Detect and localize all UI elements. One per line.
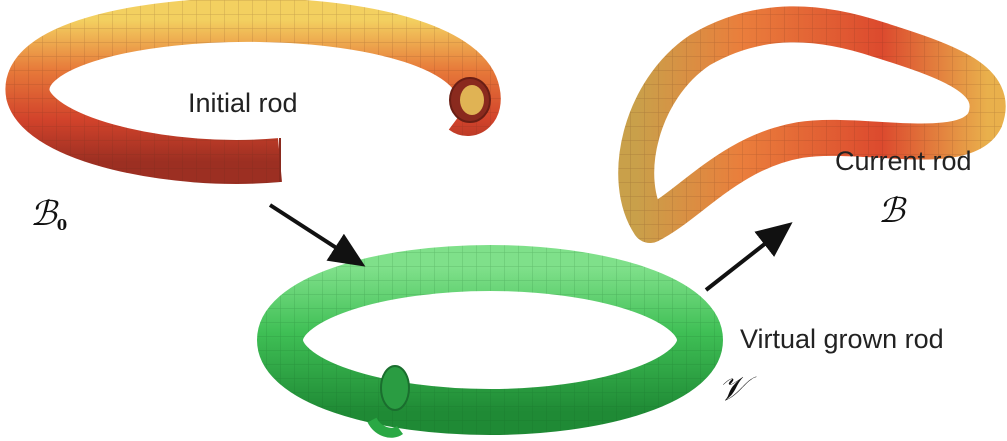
current-rod-label: Current rod	[835, 148, 972, 175]
arrow-virtual-to-current	[706, 232, 780, 290]
virtual-grown-rod-symbol: 𝒱	[718, 372, 746, 406]
initial-rod-label: Initial rod	[188, 90, 298, 117]
arrow-initial-to-virtual	[270, 205, 352, 258]
initial-rod-symbol-base: ℬ	[30, 194, 57, 234]
initial-rod-symbol-subscript: 0	[57, 216, 67, 234]
virtual-grown-rod-label: Virtual grown rod	[740, 326, 944, 353]
initial-rod-symbol: ℬ0	[30, 197, 67, 233]
current-rod-symbol: ℬ	[878, 194, 905, 228]
current-rod-shape	[636, 24, 987, 225]
virtual-grown-rod-shape	[280, 268, 700, 433]
